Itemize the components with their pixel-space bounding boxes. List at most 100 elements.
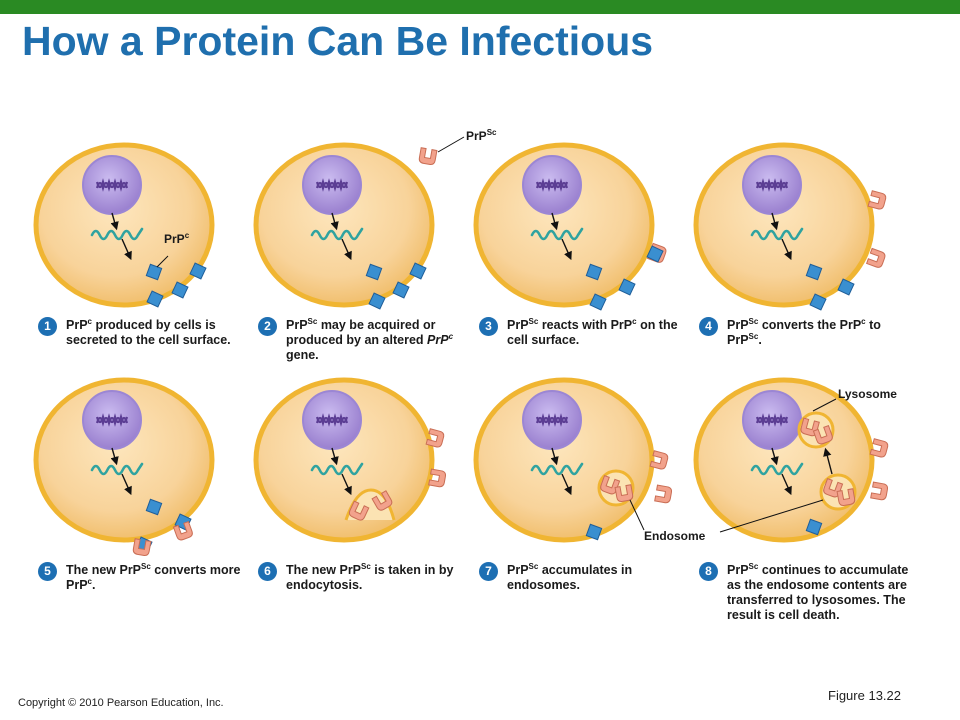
cell — [473, 142, 655, 308]
figure-reference: Figure 13.22 — [828, 688, 901, 703]
prpc-protein — [618, 278, 636, 296]
prpsc-protein — [614, 484, 634, 503]
nucleus — [742, 390, 802, 450]
arrow — [770, 447, 779, 466]
caption-text: . — [758, 333, 762, 347]
leader-line — [629, 499, 645, 531]
mrna-strand — [530, 227, 584, 241]
mrna-strand — [310, 227, 364, 241]
leader-line — [156, 255, 169, 268]
caption-italic: c — [448, 331, 454, 347]
prpsc-protein — [172, 520, 193, 541]
prpc-protein — [809, 293, 827, 311]
prpc-protein — [805, 263, 823, 281]
caption-italic: PrP — [427, 333, 449, 347]
caption-text: Sc — [748, 316, 759, 326]
step-number-badge: 6 — [258, 562, 277, 581]
prpsc-protein — [371, 490, 393, 511]
caption-text: PrP — [727, 318, 749, 332]
caption-text: produced by cells is secreted to the cel… — [66, 318, 231, 347]
caption-text: gene. — [286, 348, 319, 362]
arrow — [110, 447, 119, 466]
arrow — [330, 447, 339, 466]
arrow — [330, 212, 339, 231]
caption-text: The new PrP — [286, 563, 362, 577]
caption-text: continues to accumulate as the endosome … — [727, 563, 909, 622]
nucleus — [302, 155, 362, 215]
arrow — [341, 238, 352, 261]
arrow — [781, 238, 792, 261]
nucleus — [522, 155, 582, 215]
arrow — [341, 473, 352, 496]
mrna-strand — [90, 227, 144, 241]
mrna-strand — [750, 227, 804, 241]
caption-text: accumulates in endosomes. — [507, 563, 633, 592]
label-superscript: Sc — [486, 128, 497, 137]
caption-text: Sc — [748, 561, 759, 571]
mrna-strand — [310, 462, 364, 476]
copyright-notice: Copyright © 2010 Pearson Education, Inc. — [18, 697, 224, 709]
caption-text: on the cell surface. — [507, 318, 678, 347]
prpc-protein — [589, 293, 607, 311]
prpsc-protein — [418, 147, 438, 166]
prpsc-protein — [870, 481, 889, 501]
caption-text: reacts with PrP — [538, 318, 633, 332]
lysosome-label: Lysosome — [838, 387, 897, 401]
mrna-strand — [750, 462, 804, 476]
caption-text: is taken in by endocytosis. — [286, 563, 454, 592]
prpsc-protein — [649, 450, 669, 470]
prpsc-protein — [867, 190, 887, 210]
prpc-protein — [585, 523, 603, 541]
caption-text: Sc — [528, 316, 539, 326]
step-number-badge: 7 — [479, 562, 498, 581]
prpc-protein — [392, 281, 410, 299]
label-text: PrP — [164, 232, 185, 246]
caption-text: c — [87, 316, 92, 326]
nucleus — [82, 155, 142, 215]
leader-line — [812, 398, 837, 412]
caption-text: c — [87, 576, 92, 586]
prpc-protein — [805, 518, 823, 536]
label-superscript: c — [184, 231, 190, 240]
arrow — [781, 473, 792, 496]
cell — [253, 142, 435, 308]
label-text: PrP — [466, 129, 487, 143]
caption-text: converts more PrP — [66, 563, 241, 592]
prpsc-protein — [869, 438, 889, 458]
caption-text: may be acquired or produced by an altere… — [286, 318, 436, 347]
arrow — [550, 447, 559, 466]
prpc-protein — [171, 281, 189, 299]
step-number-badge: 2 — [258, 317, 277, 336]
mrna-strand — [530, 462, 584, 476]
leader-line — [719, 499, 824, 533]
prpsc-protein — [865, 247, 886, 268]
prpsc-protein — [428, 468, 447, 488]
arrow — [770, 212, 779, 231]
prpsc-protein — [132, 538, 152, 557]
prpc-protein — [365, 263, 383, 281]
prpsc-label: PrPSc — [466, 128, 497, 144]
caption-text: converts the PrP — [758, 318, 862, 332]
step-number-badge: 8 — [699, 562, 718, 581]
nucleus — [82, 390, 142, 450]
cell — [693, 142, 875, 308]
nucleus — [742, 155, 802, 215]
prpc-label: PrPc — [164, 231, 190, 247]
prpc-protein — [646, 245, 664, 263]
caption-text: The new PrP — [66, 563, 142, 577]
caption-text: . — [92, 578, 96, 592]
prpc-protein — [368, 292, 386, 310]
caption-text: Sc — [748, 331, 759, 341]
caption-text: c — [448, 331, 454, 341]
caption-text: PrP — [727, 563, 749, 577]
arrow — [121, 238, 132, 261]
step-caption-8: 8 PrPSc continues to accumulate as the en… — [699, 561, 917, 623]
arrow — [110, 212, 119, 231]
prpc-protein — [585, 263, 603, 281]
